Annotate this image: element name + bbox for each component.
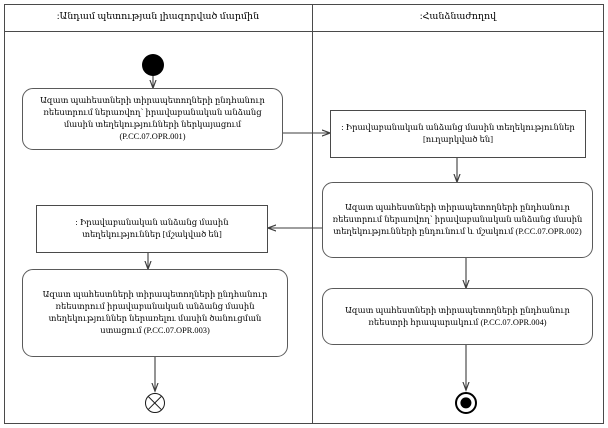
activity-final-node <box>455 392 477 414</box>
action-node-opr002-label: Ազատ պահեստների տիրապետողների ընդհանուր … <box>332 203 583 236</box>
object-node-information-sent-label: : Իրավաբանական անձանց մասին տեղեկություն… <box>341 122 575 144</box>
lane-divider <box>312 4 313 424</box>
action-node-opr004[interactable]: Ազատ պահեստների տիրապետողների ընդհանուր … <box>322 288 593 345</box>
swimlane-frame <box>4 4 604 424</box>
lane-header-member-state-label: :Անդամ պետության լիազորված մարմին <box>56 12 260 23</box>
object-node-information-processed[interactable]: : Իրավաբանական անձանց մասին տեղեկություն… <box>36 205 268 253</box>
flow-final-node <box>145 393 165 413</box>
action-node-opr003[interactable]: Ազատ պահեստների տիրապետողների ընդհանուր … <box>22 269 288 357</box>
lane-header-commission-label: :Հանձնաժողով <box>419 12 497 23</box>
action-node-opr003-label: Ազատ պահեստների տիրապետողների ընդհանուր … <box>42 290 268 335</box>
object-node-information-sent[interactable]: : Իրավաբանական անձանց մասին տեղեկություն… <box>330 110 586 158</box>
object-node-information-processed-label: : Իրավաբանական անձանց մասին տեղեկություն… <box>75 217 229 239</box>
action-node-opr004-label: Ազատ պահեստների տիրապետողների ընդհանուր … <box>345 305 570 327</box>
action-node-opr002[interactable]: Ազատ պահեստների տիրապետողների ընդհանուր … <box>322 182 593 258</box>
lane-header-commission: :Հանձնաժողով <box>312 4 604 32</box>
lane-header-member-state: :Անդամ պետության լիազորված մարմին <box>4 4 312 32</box>
action-node-opr001-label: Ազատ պահեստների տիրապետողների ընդհանուր … <box>40 96 265 141</box>
initial-node <box>142 54 164 76</box>
action-node-opr001[interactable]: Ազատ պահեստների տիրապետողների ընդհանուր … <box>22 88 283 150</box>
